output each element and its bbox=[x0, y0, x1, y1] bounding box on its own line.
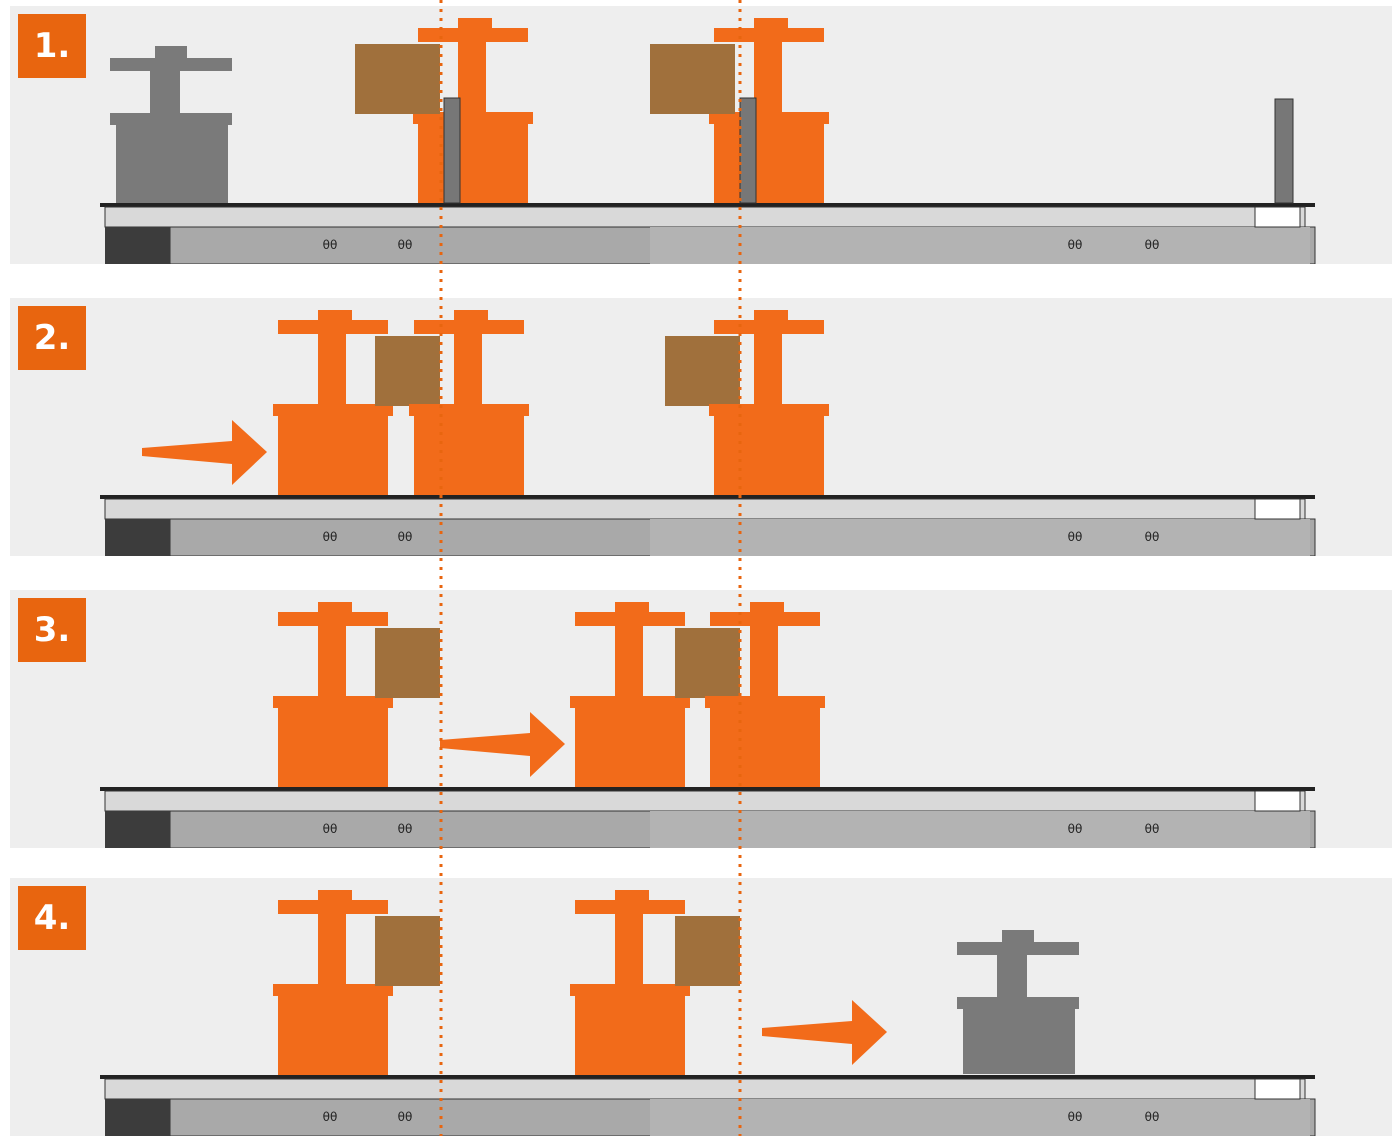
svg-text:θθ: θθ bbox=[1145, 822, 1160, 836]
clamp-unit-orange bbox=[570, 602, 690, 787]
svg-text:θθ: θθ bbox=[1145, 238, 1160, 252]
wood-workpiece bbox=[375, 336, 440, 406]
step-badge-2: 2. bbox=[18, 306, 86, 370]
machine-bed: θθ θθ θθ θθ bbox=[100, 1075, 1315, 1136]
scene-1: θθ θθ θθ θθ bbox=[10, 6, 1392, 264]
svg-text:θθ: θθ bbox=[398, 530, 413, 544]
right-arrow-icon bbox=[762, 1000, 887, 1065]
step-badge-3: 3. bbox=[18, 598, 86, 662]
step-badge-4: 4. bbox=[18, 886, 86, 950]
svg-text:θθ: θθ bbox=[323, 530, 338, 544]
machine-bed: θθ θθ θθ θθ bbox=[100, 495, 1315, 556]
clamp-unit-gray bbox=[110, 46, 232, 203]
svg-text:θθ: θθ bbox=[1145, 1110, 1160, 1124]
step-panel-3: 3. θθ θθ θθ θθ bbox=[10, 590, 1392, 848]
step-panel-4: 4. θθ θθ θθ θθ bbox=[10, 878, 1392, 1136]
end-stop-post bbox=[1275, 99, 1293, 203]
step-panel-2: 2. θθ θθ θθ θθ bbox=[10, 298, 1392, 556]
machine-bed: θθ θθ θθ θθ bbox=[100, 203, 1315, 264]
wood-workpiece bbox=[665, 336, 740, 406]
wood-workpiece bbox=[675, 628, 740, 698]
step-badge-1: 1. bbox=[18, 14, 86, 78]
svg-text:θθ: θθ bbox=[398, 238, 413, 252]
svg-text:θθ: θθ bbox=[323, 822, 338, 836]
wood-workpiece bbox=[650, 44, 735, 114]
svg-text:θθ: θθ bbox=[1068, 1110, 1083, 1124]
svg-text:θθ: θθ bbox=[398, 822, 413, 836]
svg-text:θθ: θθ bbox=[1145, 530, 1160, 544]
clamp-unit-gray bbox=[957, 930, 1079, 1074]
svg-text:θθ: θθ bbox=[323, 238, 338, 252]
svg-text:θθ: θθ bbox=[323, 1110, 338, 1124]
step-panel-1: 1. θθ θθ θθ θθ bbox=[10, 6, 1392, 264]
machine-bed: θθ θθ θθ θθ bbox=[100, 787, 1315, 848]
svg-text:θθ: θθ bbox=[1068, 822, 1083, 836]
wood-workpiece bbox=[375, 628, 440, 698]
wood-workpiece bbox=[675, 916, 740, 986]
wood-workpiece bbox=[375, 916, 440, 986]
guide-post bbox=[444, 98, 460, 203]
scene-4: θθ θθ θθ θθ bbox=[10, 878, 1392, 1136]
svg-text:θθ: θθ bbox=[1068, 238, 1083, 252]
wood-workpiece bbox=[355, 44, 440, 114]
scene-2: θθ θθ θθ θθ bbox=[10, 298, 1392, 556]
svg-text:θθ: θθ bbox=[1068, 530, 1083, 544]
right-arrow-icon bbox=[440, 712, 565, 777]
right-arrow-icon bbox=[142, 420, 267, 485]
clamp-unit-orange bbox=[570, 890, 690, 1075]
scene-3: θθ θθ θθ θθ bbox=[10, 590, 1392, 848]
guide-post bbox=[740, 98, 756, 203]
svg-text:θθ: θθ bbox=[398, 1110, 413, 1124]
